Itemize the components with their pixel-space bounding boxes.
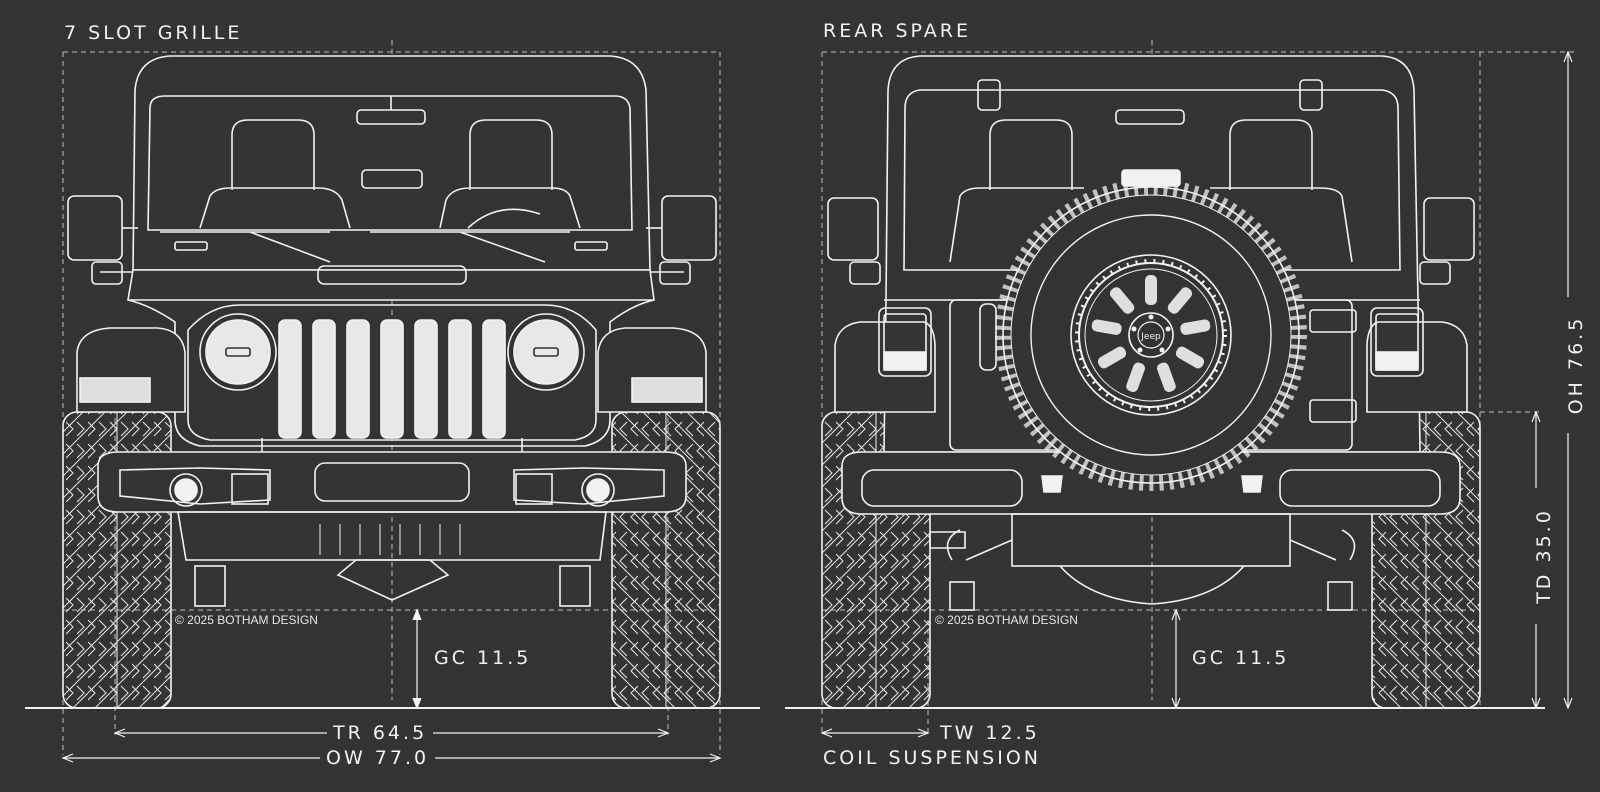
rear-mirror-right xyxy=(1423,197,1475,261)
front-bumper xyxy=(97,451,687,513)
front-view xyxy=(25,40,760,763)
rear-mirror-left xyxy=(827,197,879,261)
front-mirror-left xyxy=(67,195,123,261)
rear-tire-width: TW 12.5 xyxy=(940,722,1040,744)
rear-tire-diameter: TD 35.0 xyxy=(1533,488,1555,624)
fog-light-right xyxy=(581,473,615,507)
rear-seat-right xyxy=(1229,119,1313,190)
front-windshield-glass xyxy=(147,95,633,231)
headlight-right xyxy=(507,313,585,391)
spare-tire xyxy=(995,179,1307,491)
rear-differential xyxy=(1059,565,1245,605)
rear-view xyxy=(785,40,1575,738)
rear-view-title: REAR SPARE xyxy=(823,20,971,42)
grille-surround xyxy=(127,299,655,447)
rear-window xyxy=(903,89,1401,271)
front-mirror-right xyxy=(661,195,717,261)
turn-signal-right xyxy=(631,377,703,403)
tail-light-right xyxy=(1370,307,1424,377)
front-track: TR 64.5 xyxy=(327,722,434,744)
rear-suspension: COIL SUSPENSION xyxy=(823,747,1041,769)
front-seat-left xyxy=(231,119,315,190)
front-skid-plate xyxy=(177,511,607,561)
front-ground-clearance: GC 11.5 xyxy=(434,647,532,669)
front-copyright: © 2025 BOTHAM DESIGN xyxy=(175,613,318,627)
tail-light-left xyxy=(878,307,932,377)
fog-light-left xyxy=(169,473,203,507)
seven-slot-grille xyxy=(278,319,506,439)
jeep-badge: Jeep xyxy=(1140,332,1161,342)
front-seat-right xyxy=(469,119,553,190)
headlight-left xyxy=(199,313,277,391)
front-windshield-frame xyxy=(132,55,651,271)
rear-axle-housing xyxy=(1011,513,1291,567)
rear-copyright: © 2025 BOTHAM DESIGN xyxy=(935,613,1078,627)
spare-wheel-spokes xyxy=(1091,275,1211,393)
front-hood xyxy=(127,269,655,301)
rear-seat-left xyxy=(989,119,1073,190)
rear-ground-clearance: GC 11.5 xyxy=(1192,647,1290,669)
front-differential xyxy=(336,559,450,601)
rear-overall-height: OH 76.5 xyxy=(1565,297,1587,433)
third-brake-light xyxy=(1121,169,1181,187)
front-view-title: 7 SLOT GRILLE xyxy=(64,22,243,44)
hood-light-bar xyxy=(317,265,467,285)
front-overall-width: OW 77.0 xyxy=(320,747,436,769)
turn-signal-left xyxy=(79,377,151,403)
